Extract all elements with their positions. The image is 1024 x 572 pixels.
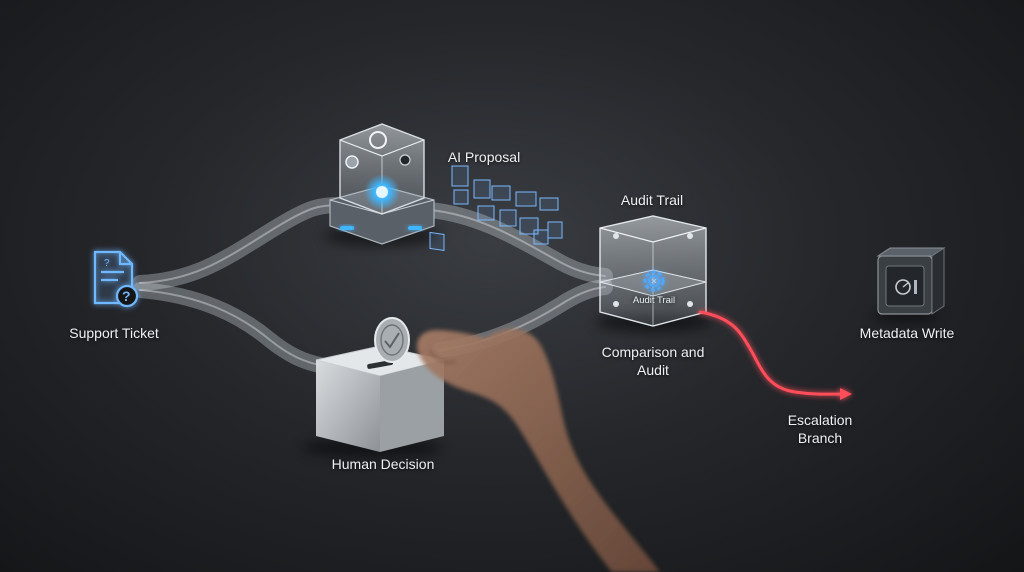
hand-icon xyxy=(416,328,660,572)
document-question-icon: ? ? xyxy=(93,250,139,308)
human-decision-label: Human Decision xyxy=(331,456,435,472)
escalation-branch-label: Escalation Branch xyxy=(787,412,853,446)
path-ticket-to-ai xyxy=(132,197,348,291)
gear-sync-icon xyxy=(643,270,665,292)
ballot-box-icon xyxy=(302,345,445,457)
glass-audit-cube-icon xyxy=(595,215,711,331)
svg-text:?: ? xyxy=(104,258,110,269)
comparison-audit-label: Comparison and Audit xyxy=(601,344,705,378)
path-ai-to-audit xyxy=(422,202,613,284)
safe-vault-icon xyxy=(872,247,946,322)
coin-check-icon xyxy=(374,317,410,363)
audit-trail-label: Audit Trail xyxy=(620,192,684,208)
support-ticket-label: Support Ticket xyxy=(69,325,159,341)
audit-trail-cube-caption: Audit Trail xyxy=(632,295,676,306)
escalation-arrow xyxy=(698,310,852,400)
ai-proposal-label: AI Proposal xyxy=(447,149,521,165)
proposal-cards xyxy=(429,165,563,251)
ai-robot-cube-icon xyxy=(324,123,440,246)
svg-text:?: ? xyxy=(122,288,131,304)
path-ticket-to-human xyxy=(132,282,328,373)
metadata-write-label: Metadata Write xyxy=(859,325,955,341)
